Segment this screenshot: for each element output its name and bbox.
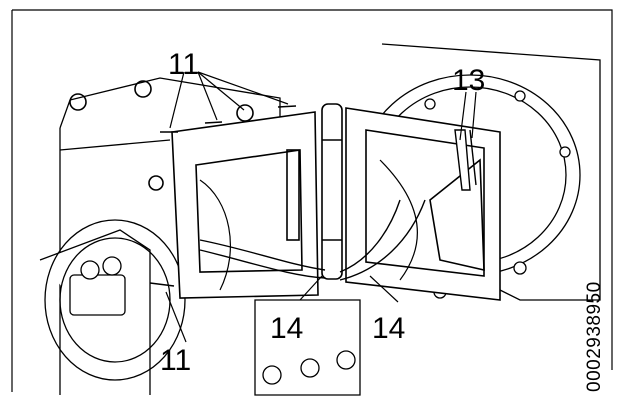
callout-13: 13 — [452, 64, 485, 97]
callout-14-right: 14 — [372, 312, 405, 345]
callout-11-bottom: 11 — [160, 344, 191, 377]
fixing-screws — [149, 105, 297, 287]
document-id: 0002938950 — [584, 281, 605, 392]
callout-14-left: 14 — [270, 312, 303, 345]
door-frame-left — [171, 111, 319, 299]
door-hinge — [321, 103, 343, 280]
burner-housing — [39, 77, 361, 396]
callout-11-top: 11 — [168, 48, 199, 81]
leader-lines — [165, 71, 477, 343]
ignition-cables — [199, 129, 477, 281]
drawing-frame — [11, 9, 613, 392]
